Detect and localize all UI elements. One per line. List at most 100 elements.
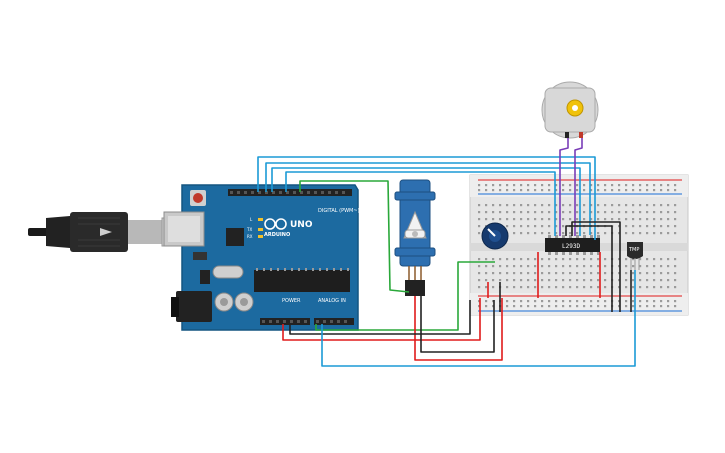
- breadboard-hole: [527, 218, 530, 221]
- breadboard-hole: [618, 300, 621, 303]
- breadboard-hole: [478, 286, 481, 289]
- breadboard-hole: [513, 218, 516, 221]
- breadboard-hole: [534, 204, 537, 207]
- breadboard-hole: [590, 189, 593, 192]
- breadboard-hole: [653, 279, 656, 282]
- breadboard-hole: [667, 204, 670, 207]
- breadboard-hole: [506, 189, 509, 192]
- ic-label: L293D: [562, 243, 580, 250]
- breadboard-hole: [569, 258, 572, 261]
- breadboard-hole: [485, 286, 488, 289]
- breadboard-hole: [583, 218, 586, 221]
- breadboard-hole: [597, 272, 600, 275]
- breadboard-hole: [583, 300, 586, 303]
- breadboard-hole: [597, 232, 600, 235]
- breadboard-hole: [590, 272, 593, 275]
- breadboard-hole: [660, 265, 663, 268]
- breadboard-hole: [562, 232, 565, 235]
- arduino-logo-icon: [264, 218, 287, 230]
- breadboard-hole: [618, 184, 621, 187]
- breadboard-hole: [646, 300, 649, 303]
- breadboard-hole: [576, 272, 579, 275]
- breadboard-hole: [667, 232, 670, 235]
- breadboard-hole: [506, 265, 509, 268]
- breadboard-hole: [583, 232, 586, 235]
- breadboard-hole: [548, 189, 551, 192]
- breadboard-hole: [604, 204, 607, 207]
- breadboard-hole: [653, 184, 656, 187]
- breadboard-hole: [569, 286, 572, 289]
- breadboard-hole: [527, 189, 530, 192]
- breadboard-hole: [513, 258, 516, 261]
- arduino-board: L TX RX DIGITAL (PWM~) UNO ARDUINO: [163, 184, 360, 331]
- breadboard-hole: [527, 204, 530, 207]
- breadboard-hole: [562, 211, 565, 214]
- breadboard-hole: [478, 272, 481, 275]
- breadboard-hole: [646, 265, 649, 268]
- breadboard-hole: [520, 305, 523, 308]
- breadboard-hole: [555, 184, 558, 187]
- breadboard-hole: [590, 286, 593, 289]
- dc-motor-icon: [541, 81, 599, 139]
- breadboard-hole: [506, 218, 509, 221]
- breadboard-hole: [590, 265, 593, 268]
- wire-blue-3: [271, 167, 581, 236]
- breadboard-hole: [485, 305, 488, 308]
- breadboard-hole: [618, 305, 621, 308]
- breadboard-hole: [492, 189, 495, 192]
- breadboard-hole: [660, 300, 663, 303]
- breadboard-hole: [625, 225, 628, 228]
- breadboard-hole: [478, 189, 481, 192]
- breadboard-hole: [548, 305, 551, 308]
- breadboard-hole: [569, 305, 572, 308]
- breadboard-hole: [590, 184, 593, 187]
- breadboard-hole: [653, 272, 656, 275]
- breadboard-hole: [576, 305, 579, 308]
- breadboard-hole: [499, 204, 502, 207]
- breadboard-hole: [632, 300, 635, 303]
- breadboard-hole: [667, 300, 670, 303]
- breadboard-hole: [597, 265, 600, 268]
- breadboard-hole: [562, 265, 565, 268]
- breadboard-hole: [674, 265, 677, 268]
- breadboard-hole: [583, 184, 586, 187]
- breadboard-hole: [590, 232, 593, 235]
- breadboard-hole: [597, 300, 600, 303]
- breadboard-hole: [569, 279, 572, 282]
- breadboard-hole: [604, 258, 607, 261]
- breadboard-hole: [653, 232, 656, 235]
- breadboard-hole: [506, 211, 509, 214]
- breadboard-hole: [548, 211, 551, 214]
- breadboard-hole: [541, 225, 544, 228]
- breadboard-hole: [611, 211, 614, 214]
- breadboard-hole: [562, 272, 565, 275]
- breadboard-hole: [639, 272, 642, 275]
- breadboard-hole: [604, 218, 607, 221]
- breadboard-hole: [632, 218, 635, 221]
- breadboard-hole: [597, 204, 600, 207]
- breadboard-hole: [534, 300, 537, 303]
- breadboard-hole: [541, 305, 544, 308]
- breadboard-hole: [632, 204, 635, 207]
- breadboard-hole: [555, 300, 558, 303]
- breadboard-hole: [555, 218, 558, 221]
- breadboard-hole: [618, 218, 621, 221]
- breadboard-hole: [555, 258, 558, 261]
- breadboard-hole: [590, 258, 593, 261]
- breadboard-hole: [639, 300, 642, 303]
- breadboard-hole: [618, 189, 621, 192]
- breadboard-hole: [653, 189, 656, 192]
- breadboard-hole: [478, 258, 481, 261]
- breadboard-hole: [492, 286, 495, 289]
- breadboard-hole: [527, 305, 530, 308]
- wire-green-pot: [315, 261, 495, 331]
- breadboard-hole: [485, 218, 488, 221]
- breadboard-hole: [618, 258, 621, 261]
- breadboard-hole: [513, 279, 516, 282]
- breadboard-hole: [562, 305, 565, 308]
- breadboard-hole: [646, 211, 649, 214]
- breadboard-hole: [639, 184, 642, 187]
- breadboard-hole: [674, 189, 677, 192]
- breadboard-hole: [597, 189, 600, 192]
